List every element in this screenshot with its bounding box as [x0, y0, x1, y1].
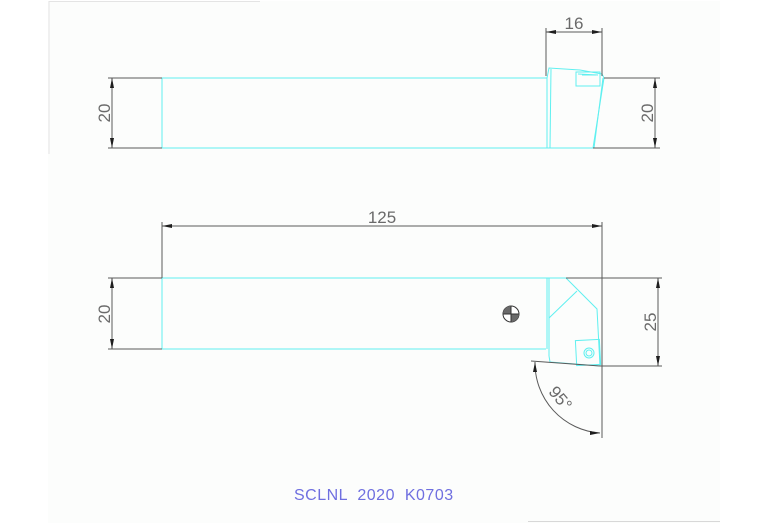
arrow-head	[592, 30, 602, 34]
arrow-head	[653, 78, 657, 88]
arrow-head	[533, 362, 537, 372]
dim-top-head-height-label: 20	[638, 104, 657, 123]
dim-top-shank-height: 20	[95, 77, 162, 149]
arrow-head	[110, 278, 114, 288]
dim-front-head-width: 25	[566, 277, 662, 367]
sheet-border	[48, 1, 260, 154]
dim-top-head-width: 16	[545, 14, 603, 76]
arrow-head	[110, 138, 114, 148]
dim-overall-length-label: 125	[368, 208, 396, 227]
arrow-head	[590, 431, 600, 435]
dim-front-shank-width: 20	[95, 277, 162, 350]
arrow-head	[592, 224, 602, 228]
arrow-head	[110, 339, 114, 349]
dim-top-shank-height-label: 20	[95, 104, 114, 123]
dim-overall-length: 125	[161, 208, 603, 438]
arrow-head	[656, 356, 660, 366]
dim-front-head-width-label: 25	[641, 313, 660, 332]
dim-front-shank-width-label: 20	[95, 305, 114, 324]
arrow-head	[653, 138, 657, 148]
dim-top-head-width-label: 16	[565, 14, 584, 33]
arrow-head	[656, 278, 660, 288]
dim-top-head-height: 20	[593, 77, 660, 149]
arrow-head	[546, 30, 556, 34]
top-view-shank	[161, 77, 547, 149]
arrow-head	[162, 224, 172, 228]
insert-screw-outer	[583, 347, 595, 359]
top-view-head	[546, 67, 605, 149]
front-view-shank	[161, 277, 566, 350]
top-view: 20 16 20	[95, 14, 660, 149]
drawing-sheet	[48, 1, 720, 523]
insert-screw-inner	[585, 349, 593, 357]
drawing-title: SCLNL 2020 K0703	[294, 487, 454, 504]
arrow-head	[110, 78, 114, 88]
top-view-insert	[575, 71, 601, 87]
center-of-gravity-icon	[502, 305, 520, 323]
